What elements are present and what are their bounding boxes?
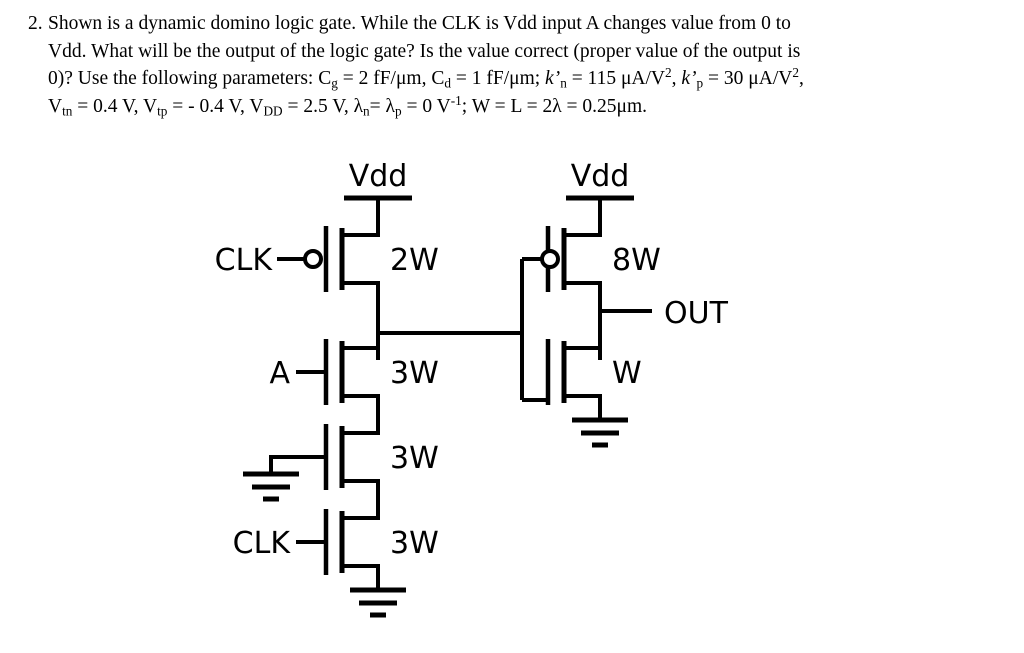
- params-text-d: = 115 μA/V: [566, 68, 665, 89]
- kp-subscript: p: [696, 75, 704, 91]
- question-line-2: Vdd. What will be the output of the logi…: [48, 40, 801, 62]
- cd-subscript: d: [444, 75, 451, 91]
- foot-size-label: 3W: [390, 526, 439, 561]
- params-text-a: 0)? Use the following parameters: C: [48, 68, 332, 89]
- supply-rail-left: [344, 195, 412, 221]
- output-node-net: [598, 306, 652, 360]
- volt-exponent: -1: [450, 92, 462, 108]
- pmos-inversion-bubble: [303, 249, 323, 269]
- params-text-b: = 2 fF/μm, C: [337, 68, 445, 89]
- params-text-i: = - 0.4 V, V: [167, 95, 264, 117]
- precharge-pmos-2w: [277, 221, 380, 306]
- kn-exponent: 2: [665, 65, 672, 81]
- params-text-k: = λ: [369, 95, 395, 117]
- ground-symbol-gate: [243, 471, 299, 502]
- question-line-1: Shown is a dynamic domino logic gate. Wh…: [48, 13, 791, 34]
- supply-label-left: Vdd: [349, 159, 408, 194]
- question-row: 2. Shown is a dynamic domino logic gate.…: [14, 10, 1010, 120]
- supply-label-right: Vdd: [571, 159, 630, 194]
- params-text-m: ; W = L = 2λ = 0.25μm.: [461, 95, 648, 117]
- cg-subscript: g: [331, 75, 338, 91]
- vtn-subscript: tn: [62, 103, 73, 119]
- inverter-nmos-size-label: W: [612, 356, 642, 391]
- question-number: 2.: [28, 13, 43, 34]
- inverter-pmos-8w: [540, 221, 602, 306]
- params-text-f: = 30 μA/V: [703, 68, 793, 89]
- eval-nmos-a-3w: [296, 333, 380, 420]
- question-line-3: 0)? Use the following parameters: Cg = 2…: [48, 65, 1010, 93]
- lambda-n-subscript: n: [363, 103, 370, 119]
- params-text-c: = 1 fF/μm;: [450, 68, 546, 89]
- circuit-diagram: Vdd CLK 2W A 3W: [0, 148, 1024, 653]
- kn-symbol: k’: [545, 68, 561, 89]
- dynamic-node-net: [376, 306, 522, 360]
- inverter-pmos-size-label: 8W: [612, 243, 661, 278]
- inverter-input-bus: [520, 257, 548, 402]
- vtp-subscript: tp: [157, 103, 168, 119]
- foot-clk-label: CLK: [233, 526, 292, 561]
- question-text: Shown is a dynamic domino logic gate. Wh…: [48, 10, 1010, 120]
- ground-symbol-inverter: [572, 417, 628, 448]
- question-block: 2. Shown is a dynamic domino logic gate.…: [0, 0, 1024, 120]
- eval-nmos-grounded-3w: [269, 420, 380, 505]
- foot-nmos-clk-3w: [296, 505, 380, 590]
- params-text-h: = 0.4 V, V: [72, 95, 158, 117]
- params-text-j: = 2.5 V, λ: [282, 95, 364, 117]
- vtn-symbol: V: [48, 95, 63, 117]
- vdd-subscript: DD: [263, 103, 283, 119]
- eval-a-size-label: 3W: [390, 356, 439, 391]
- eval-a-label: A: [269, 356, 290, 391]
- ground-symbol-left-stack: [350, 587, 406, 618]
- params-text-e: ,: [671, 68, 682, 89]
- supply-rail-right: [566, 195, 634, 221]
- lambda-p-subscript: p: [395, 103, 402, 119]
- kn-subscript: n: [560, 75, 567, 91]
- inverter-nmos-w: [545, 333, 602, 420]
- precharge-clk-label: CLK: [215, 243, 274, 278]
- inverter-pmos-bubble: [540, 249, 560, 269]
- question-line-4: Vtn = 0.4 V, Vtp = - 0.4 V, VDD = 2.5 V,…: [48, 93, 1010, 121]
- precharge-size-label: 2W: [390, 243, 439, 278]
- params-text-g: ,: [798, 68, 804, 89]
- params-text-l: = 0 V: [401, 95, 451, 117]
- eval-grounded-size-label: 3W: [390, 441, 439, 476]
- kp-exponent: 2: [792, 65, 799, 81]
- output-label: OUT: [664, 296, 729, 331]
- kp-symbol: k’: [681, 68, 697, 89]
